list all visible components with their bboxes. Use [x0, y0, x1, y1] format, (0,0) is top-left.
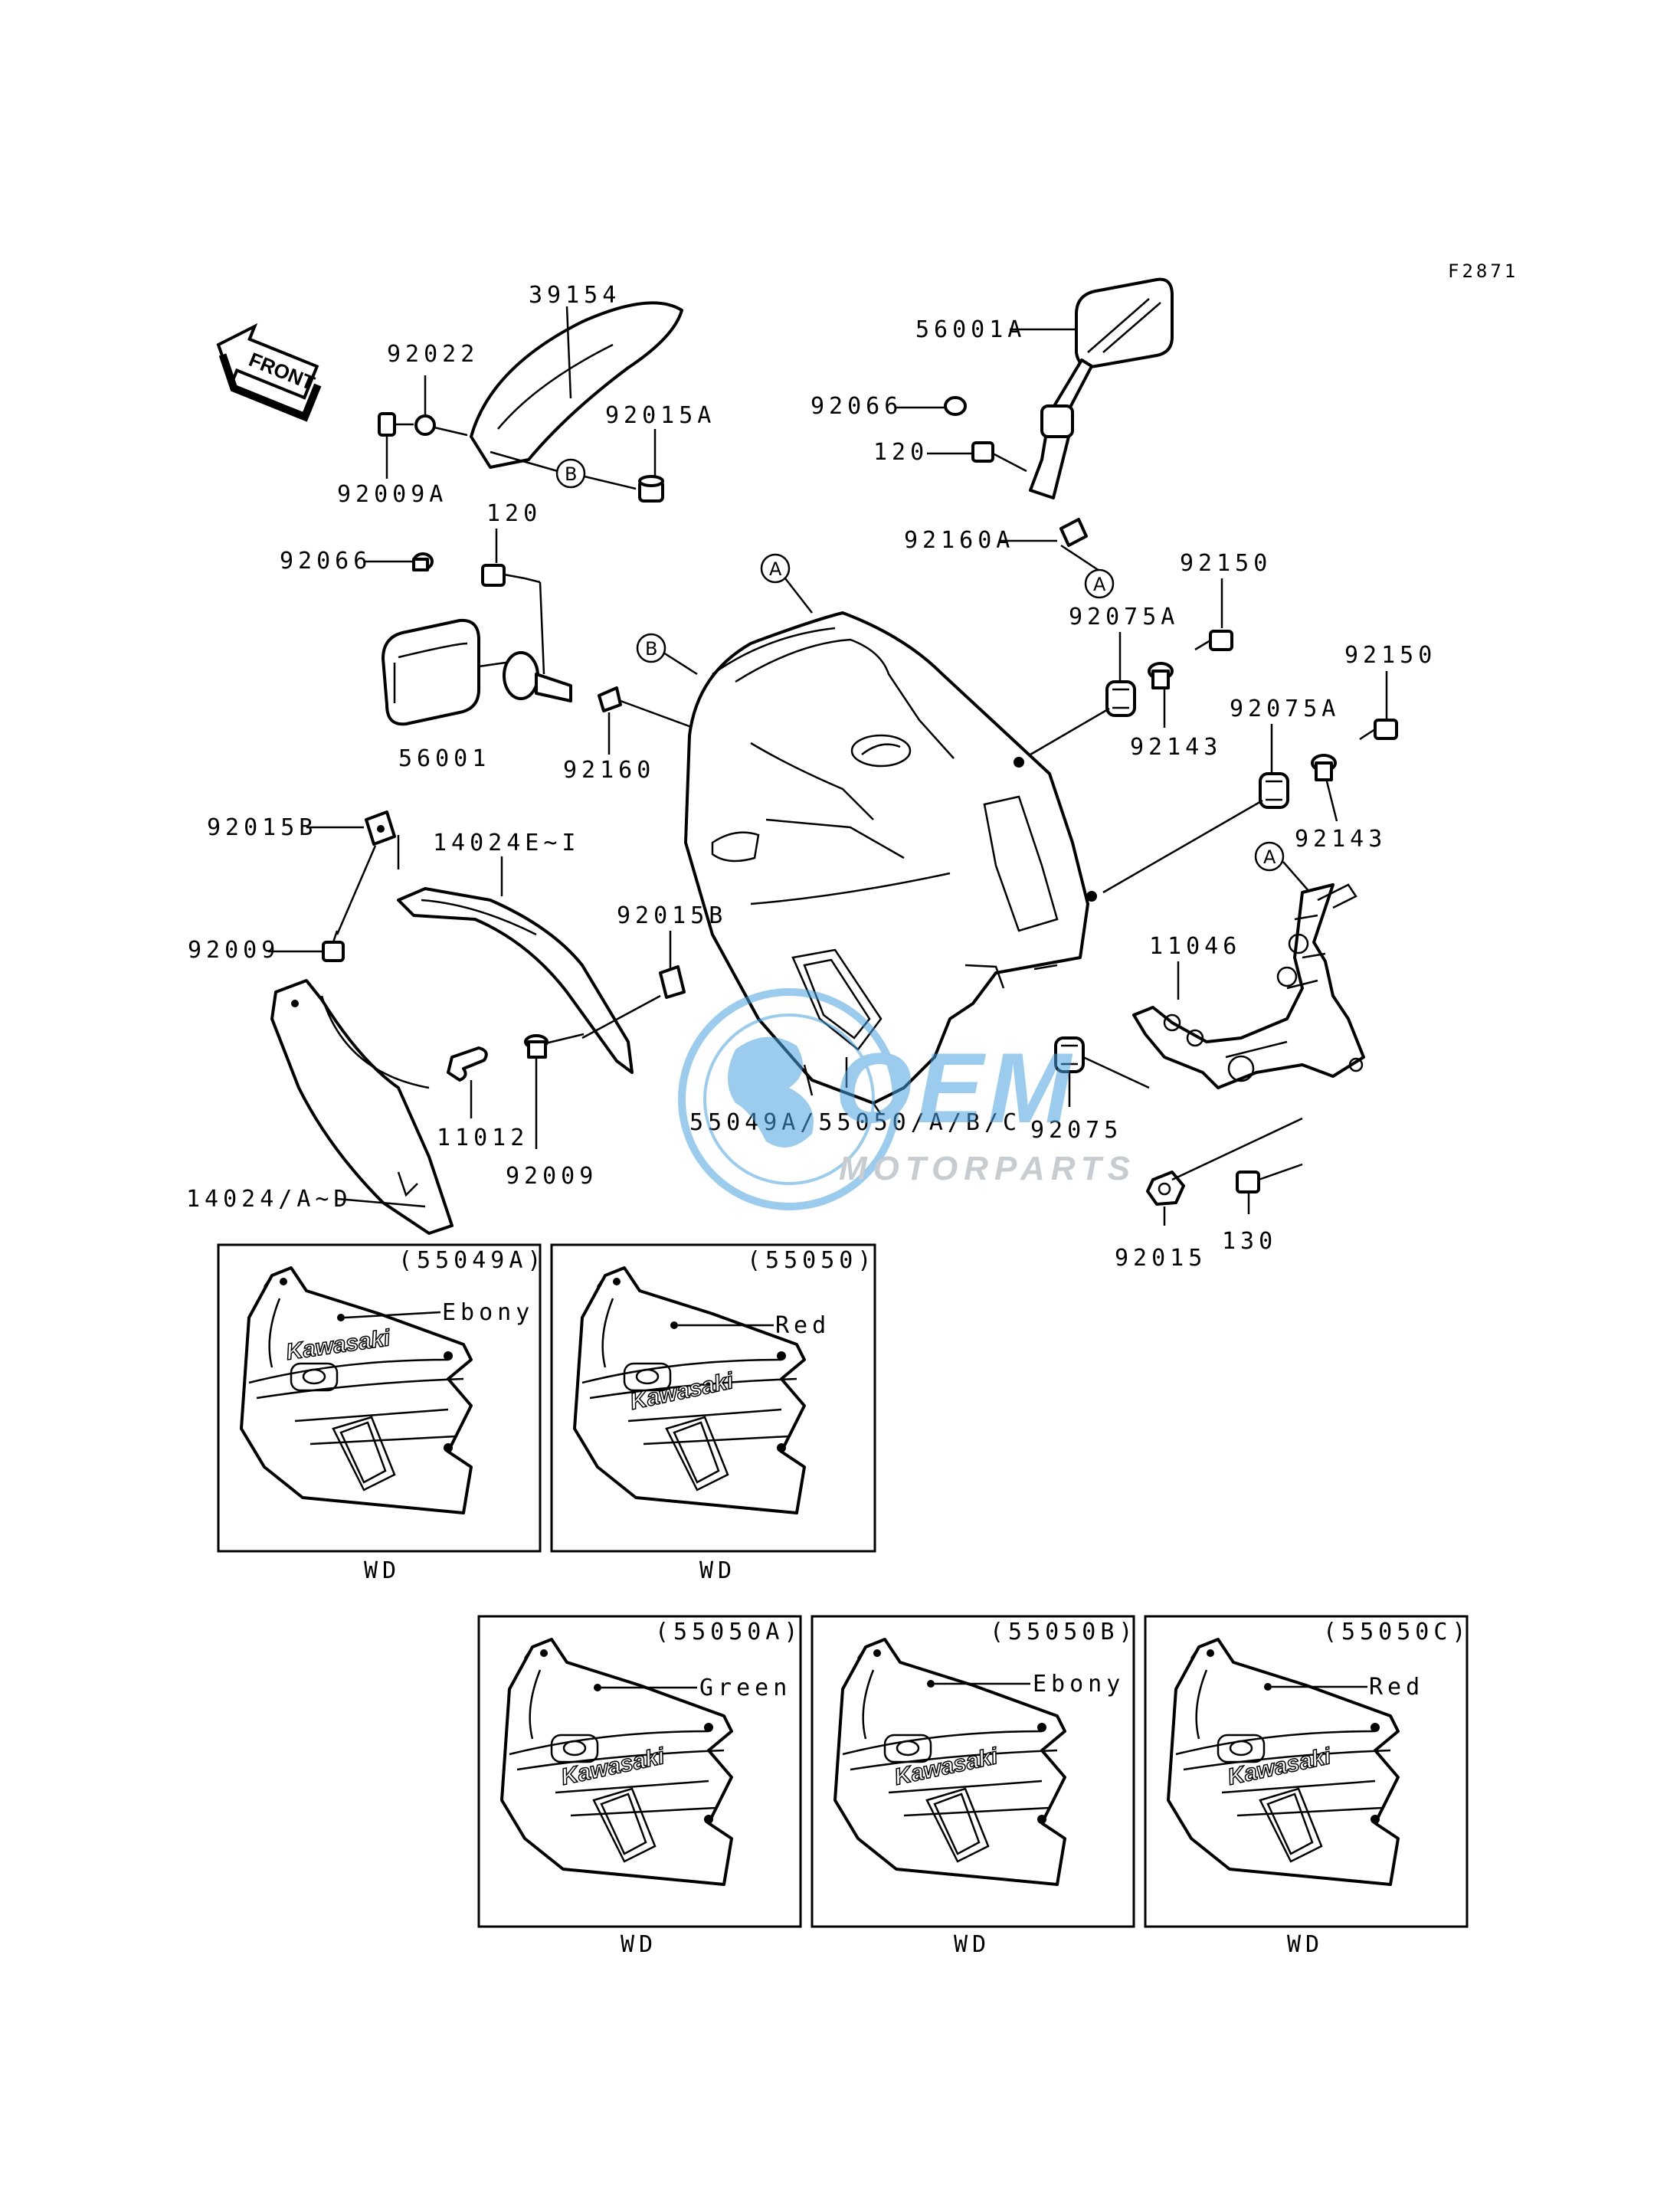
variant-box-55050C: Kawasaki (55050C) Red	[1144, 1615, 1471, 1928]
watermark-sub: MOTORPARTS	[839, 1150, 1136, 1187]
callout-b-1	[555, 458, 586, 489]
front-arrow-icon: FRONT	[216, 323, 322, 422]
part-label-14024: 14024/A~D	[186, 1186, 352, 1213]
callout-a-3	[1254, 841, 1285, 872]
clip-11012	[447, 1046, 488, 1082]
variant-box-55050B: Kawasaki (55050B) Ebony	[811, 1615, 1138, 1928]
upper-cowl-part	[684, 611, 1097, 1115]
part-label-92066-right: 92066	[811, 393, 902, 420]
clip-92015B-b	[659, 965, 686, 999]
cap-92066-right	[944, 396, 967, 416]
variant-code: (55050A)	[655, 1619, 803, 1645]
part-label-92075: 92075	[1030, 1117, 1122, 1144]
part-label-55049A: 55049A/55050/A/B/C	[689, 1109, 1021, 1136]
part-label-92075A-a: 92075A	[1069, 604, 1179, 630]
watermark-main: OEM	[835, 1032, 1076, 1144]
washer-92022	[414, 414, 436, 436]
nut-92015	[1146, 1171, 1185, 1206]
nut-92015A	[638, 475, 664, 503]
part-label-92160A: 92160A	[904, 527, 1014, 554]
cap-92066-left	[412, 552, 434, 571]
part-label-130: 130	[1222, 1228, 1277, 1255]
part-label-39154: 39154	[529, 282, 621, 309]
variant-code: (55050B)	[990, 1619, 1138, 1645]
mirror-56001	[382, 618, 572, 726]
grommet-92075A-a	[1105, 680, 1136, 717]
part-label-56001A: 56001A	[915, 316, 1026, 343]
callout-a-1	[1084, 568, 1115, 599]
variant-box-55050: Kawasaki (55050) Red	[550, 1243, 876, 1553]
part-label-92143-b: 92143	[1295, 826, 1387, 853]
part-label-92022: 92022	[387, 341, 479, 368]
grommet-92075	[1054, 1036, 1085, 1073]
variant-market-55050: WD	[699, 1557, 736, 1584]
part-label-92160: 92160	[563, 757, 655, 784]
variant-box-55050A: Kawasaki (55050A) Green	[477, 1615, 803, 1928]
variant-color: Ebony	[1033, 1671, 1125, 1698]
part-label-11046: 11046	[1149, 933, 1241, 960]
callout-a-2	[760, 553, 791, 584]
part-label-92150-b: 92150	[1344, 642, 1436, 669]
variant-color: Ebony	[442, 1299, 534, 1326]
bracket-92160A	[1059, 518, 1088, 547]
watermark-logo: OEM MOTORPARTS	[678, 988, 1136, 1210]
screw-92009-b	[524, 1033, 585, 1059]
part-label-92009-b: 92009	[506, 1163, 598, 1190]
grommet-92075A-b	[1259, 772, 1289, 809]
bolt-92150-b	[1359, 719, 1398, 741]
variant-market-55050C: WD	[1287, 1931, 1324, 1958]
variant-color: Red	[1369, 1674, 1424, 1701]
part-label-92009A: 92009A	[337, 481, 447, 508]
part-label-92143-a: 92143	[1130, 734, 1222, 761]
variant-market-55050A: WD	[621, 1931, 657, 1958]
windshield-part	[470, 301, 683, 469]
part-label-56001: 56001	[398, 745, 490, 772]
part-label-92015B-a: 92015B	[207, 814, 317, 841]
collar-92143-b	[1311, 754, 1337, 781]
bolt-120-left	[481, 564, 526, 587]
part-label-11012: 11012	[437, 1125, 529, 1151]
collar-92143-a	[1148, 662, 1174, 689]
part-label-92066-left: 92066	[280, 548, 372, 575]
callout-a-2-letter: A	[769, 558, 782, 580]
part-label-92015A: 92015A	[605, 402, 716, 429]
stay-bracket-part	[1132, 883, 1365, 1089]
variant-color: Red	[775, 1312, 830, 1339]
part-label-92150-a: 92150	[1180, 550, 1272, 577]
bracket-92160	[598, 686, 622, 712]
callout-a-1-letter: A	[1093, 574, 1106, 595]
callout-a-3-letter: A	[1263, 846, 1276, 868]
variant-code: (55049A)	[398, 1247, 546, 1274]
variant-code: (55050C)	[1323, 1619, 1471, 1645]
part-label-92015B-b: 92015B	[617, 902, 727, 929]
part-label-120-left: 120	[486, 500, 542, 527]
variant-color: Green	[699, 1675, 791, 1701]
variant-market-55049A: WD	[364, 1557, 401, 1584]
screw-92009-a	[322, 930, 345, 962]
variant-box-55049A: Kawasaki (55049A) Ebony	[217, 1243, 546, 1553]
callout-b-1-letter: B	[565, 463, 577, 485]
variant-market-55050B: WD	[954, 1931, 991, 1958]
bolt-120-right	[971, 441, 1027, 473]
callout-b-2	[636, 633, 666, 663]
callout-b-2-letter: B	[645, 638, 657, 660]
part-label-92015: 92015	[1115, 1245, 1207, 1272]
part-label-92009-a: 92009	[188, 937, 280, 964]
clip-92015B-a	[365, 810, 396, 846]
bolt-130	[1236, 1163, 1303, 1193]
variant-code: (55050)	[747, 1247, 876, 1274]
part-label-14024E: 14024E~I	[433, 830, 581, 856]
screw-92009A	[378, 412, 414, 437]
bolt-92150-a	[1194, 630, 1233, 651]
figure-code: F2871	[1448, 260, 1518, 282]
lower-cover-14024	[270, 979, 454, 1235]
mirror-56001A	[1029, 277, 1174, 499]
part-label-92075A-b: 92075A	[1230, 696, 1340, 722]
part-label-120-right: 120	[873, 439, 928, 466]
inner-cover-14024E	[397, 887, 634, 1074]
